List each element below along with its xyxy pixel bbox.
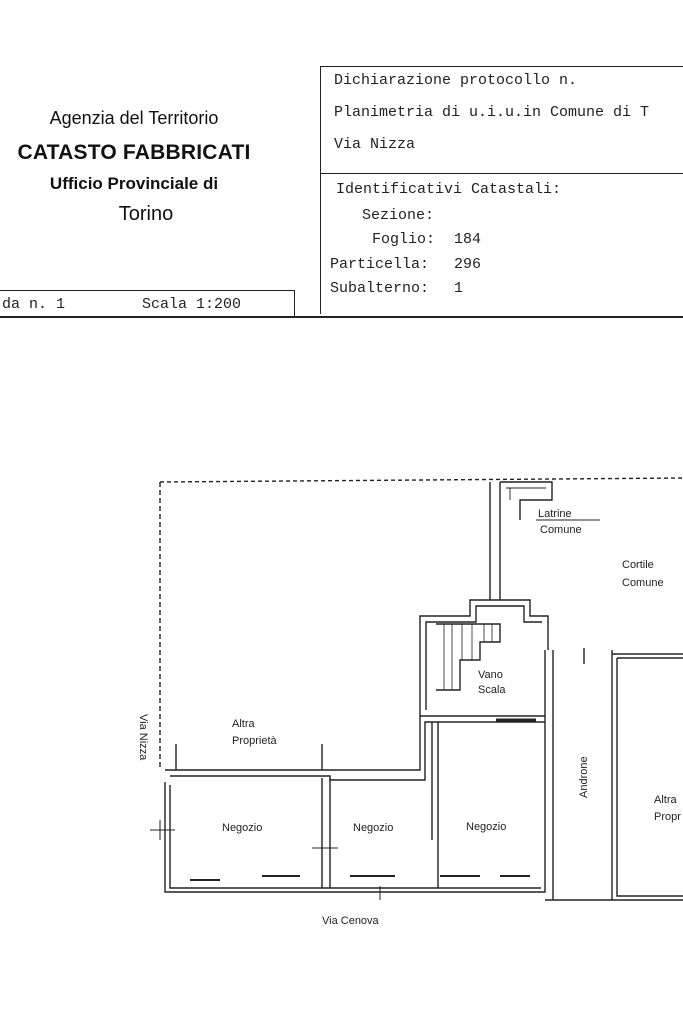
catasto-title: CATASTO FABBRICATI: [17, 141, 251, 164]
proprieta-label: Proprietà: [232, 735, 278, 747]
cortile-comune-label: Comune: [622, 577, 664, 589]
subalterno-label: Subalterno:: [330, 280, 430, 297]
foglio-value: 184: [454, 231, 482, 248]
altra-right-label: Altra: [654, 794, 678, 806]
latrine-label: Latrine: [538, 508, 572, 520]
declaration-box: [320, 66, 683, 174]
planimetria-line: Planimetria di u.i.u.in Comune di T: [334, 104, 650, 121]
latrine-comune-label: Comune: [540, 524, 582, 536]
sheet-scale: Scala 1:200: [142, 296, 242, 313]
negozio-2-label: Negozio: [353, 822, 393, 834]
scala-label: Scala: [478, 684, 506, 696]
header-bottom-rule: [0, 316, 683, 318]
vano-label: Vano: [478, 669, 503, 681]
particella-label: Particella:: [330, 256, 430, 273]
city-name: Torino: [118, 203, 174, 225]
propr-right-label: Propr: [654, 811, 681, 823]
via-nizza-label: Via Nizza: [137, 714, 149, 761]
identifiers-title: Identificativi Catastali:: [336, 181, 562, 198]
particella-value: 296: [454, 256, 482, 273]
agency-name: Agenzia del Territorio: [49, 108, 219, 128]
ufficio-label: Ufficio Provinciale di: [49, 174, 219, 193]
protocol-line: Dichiarazione protocollo n.: [334, 72, 578, 89]
subalterno-value: 1: [454, 280, 464, 297]
via-cenova-label: Via Cenova: [322, 915, 380, 927]
altra-label: Altra: [232, 718, 256, 730]
sezione-label: Sezione:: [362, 207, 435, 224]
sheet-page: da n. 1: [2, 296, 66, 313]
androne-label: Androne: [578, 756, 590, 798]
negozio-3-label: Negozio: [466, 821, 506, 833]
sheet-info-box: [0, 290, 295, 318]
cortile-label: Cortile: [622, 559, 654, 571]
identifiers-box: [320, 172, 683, 314]
boundary-top: [159, 477, 683, 483]
foglio-label: Foglio:: [372, 231, 436, 248]
negozio-1-label: Negozio: [222, 822, 262, 834]
address-line: Via Nizza: [334, 136, 416, 153]
